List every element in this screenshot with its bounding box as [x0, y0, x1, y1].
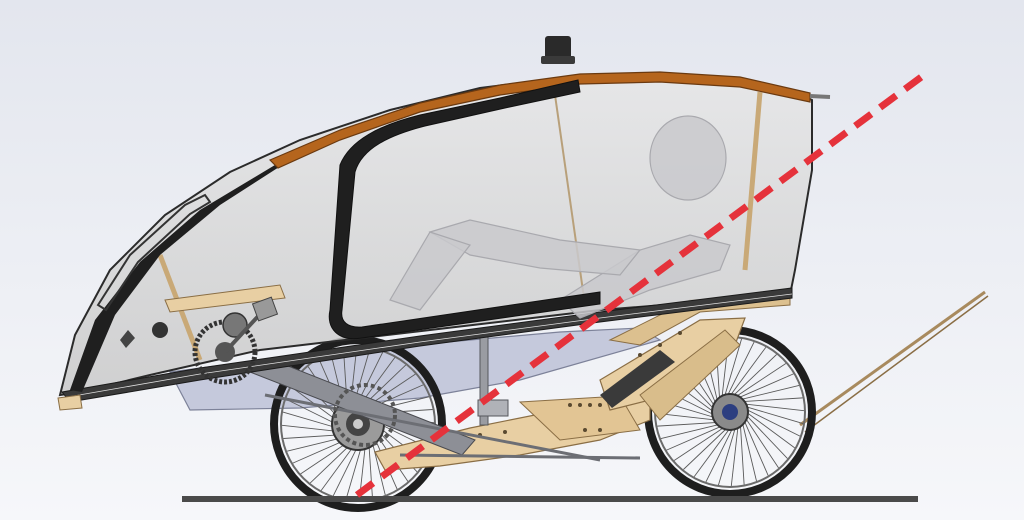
pedal-crank: [152, 284, 286, 385]
rear-brake-disc: [333, 383, 397, 447]
roof-tip: [809, 94, 831, 99]
ground-line: [182, 496, 918, 502]
chassis-frame: [248, 295, 791, 471]
side-window: [328, 79, 601, 340]
tow-bar: [799, 290, 989, 433]
reference-line: [354, 69, 931, 498]
windshield: [70, 160, 290, 392]
camera-mount: [541, 36, 575, 64]
rider-silhouette: [389, 115, 731, 319]
wooden-roof-strip: [268, 71, 811, 169]
